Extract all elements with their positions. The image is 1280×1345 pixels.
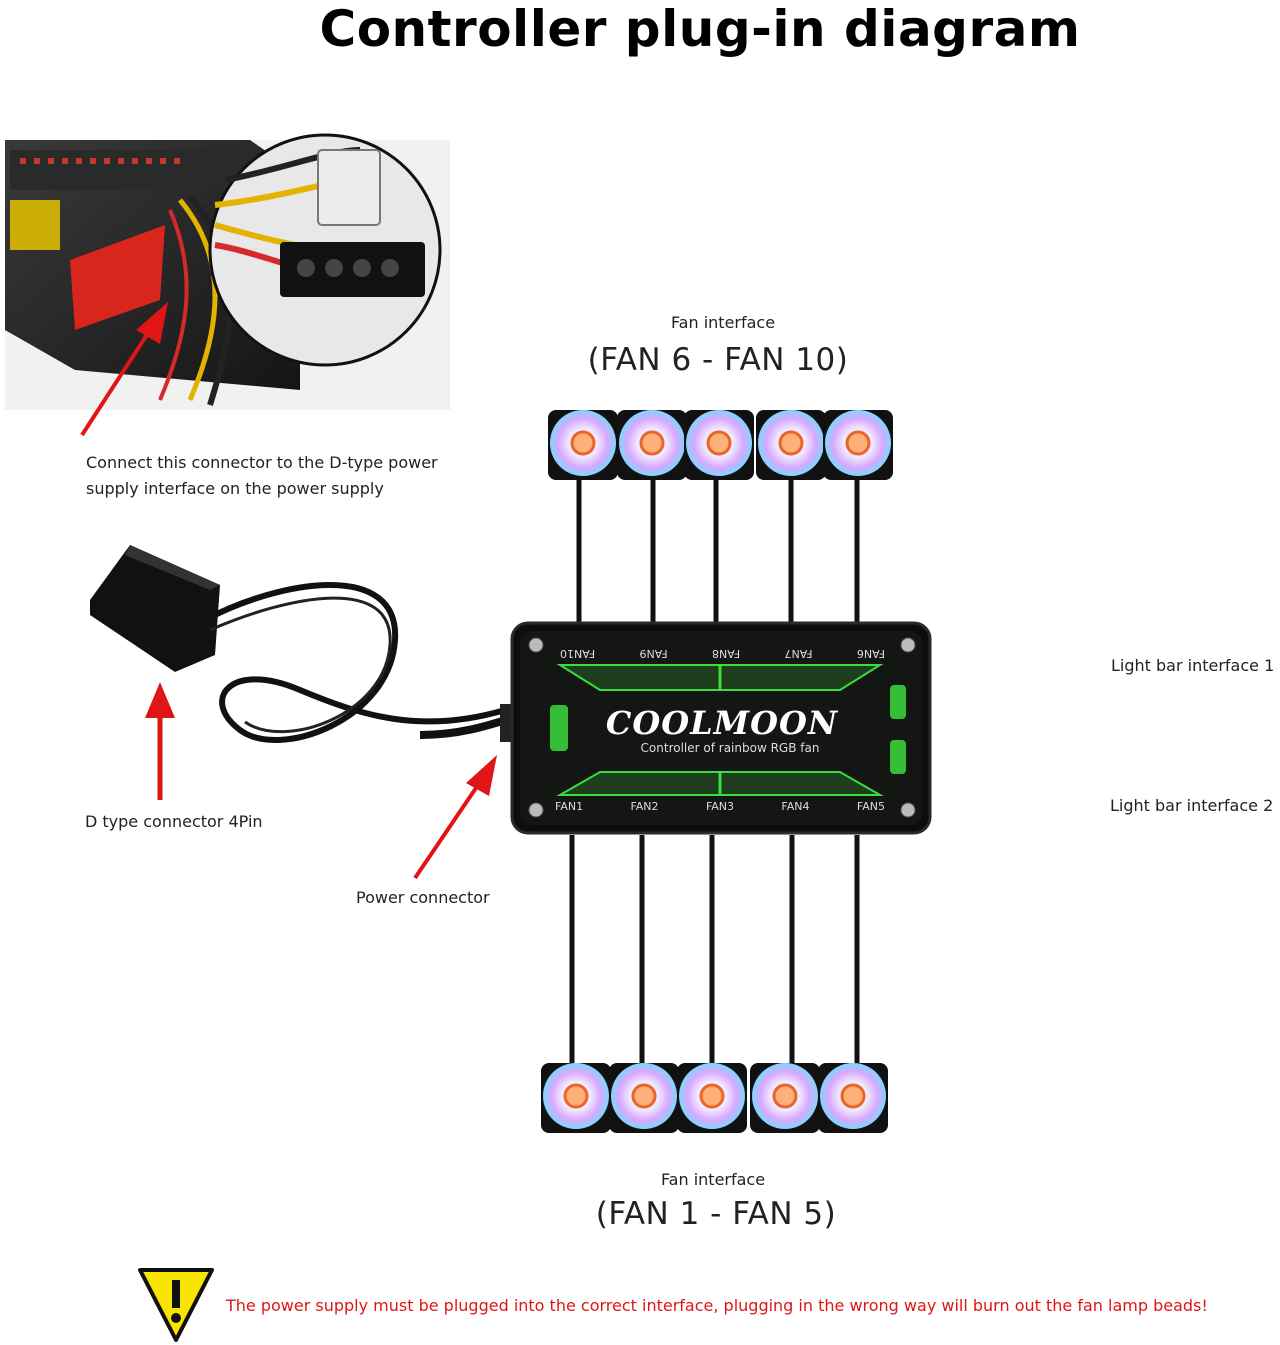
port-label: FAN5 xyxy=(856,800,885,813)
power-connector-label: Power connector xyxy=(356,888,490,907)
light-bar-2-label: Light bar interface 2 xyxy=(1110,796,1274,815)
fan-icon xyxy=(756,410,826,480)
warning-message: The power supply must be plugged into th… xyxy=(226,1296,1208,1315)
psu-note-line-1: Connect this connector to the D-type pow… xyxy=(86,453,438,472)
port-label: FAN2 xyxy=(630,800,659,813)
controller-box xyxy=(510,621,932,835)
port-label: FAN7 xyxy=(784,647,813,660)
bottom-fans xyxy=(541,1063,888,1133)
fan-icon xyxy=(684,410,754,480)
psu-note-line-2: supply interface on the power supply xyxy=(86,479,384,498)
fan-icon xyxy=(617,410,687,480)
top-fan-range: (FAN 6 - FAN 10) xyxy=(587,342,849,378)
controller-subtitle: Controller of rainbow RGB fan xyxy=(640,741,820,755)
fan-icon xyxy=(750,1063,820,1133)
top-fan-cables xyxy=(576,470,860,625)
psu-image xyxy=(5,133,450,410)
bottom-fan-cables xyxy=(569,835,860,1070)
controller-brand: COOLMOON xyxy=(605,704,839,742)
top-fans xyxy=(548,410,893,480)
power-connector-arrow xyxy=(413,755,497,880)
port-label: FAN6 xyxy=(856,647,885,660)
psu-arrow xyxy=(80,302,168,437)
fan-icon xyxy=(548,410,618,480)
bottom-fan-interface-label: Fan interface xyxy=(660,1170,766,1189)
d-connector-label: D type connector 4Pin xyxy=(85,812,263,831)
fan-icon xyxy=(541,1063,611,1133)
port-label: FAN9 xyxy=(639,647,668,660)
fan-icon xyxy=(677,1063,747,1133)
port-label: FAN3 xyxy=(705,800,735,813)
fan-icon xyxy=(823,410,893,480)
port-label: FAN10 xyxy=(560,647,596,660)
light-bar-1-label: Light bar interface 1 xyxy=(1111,656,1275,675)
controller-top-ports: FAN6 FAN7 FAN8 FAN9 FAN10 xyxy=(560,647,885,660)
page-title: Controller plug-in diagram xyxy=(319,0,1081,58)
d-connector-arrow xyxy=(145,682,175,800)
bottom-fan-range: (FAN 1 - FAN 5) xyxy=(595,1196,837,1232)
port-label: FAN1 xyxy=(555,800,584,813)
top-fan-interface-label: Fan interface xyxy=(670,313,776,332)
controller-bottom-ports: FAN1 FAN2 FAN3 FAN4 FAN5 xyxy=(555,800,885,813)
warning-icon xyxy=(138,1268,214,1342)
port-label: FAN4 xyxy=(781,800,810,813)
port-label: FAN8 xyxy=(711,647,741,660)
fan-icon xyxy=(609,1063,679,1133)
fan-icon xyxy=(818,1063,888,1133)
